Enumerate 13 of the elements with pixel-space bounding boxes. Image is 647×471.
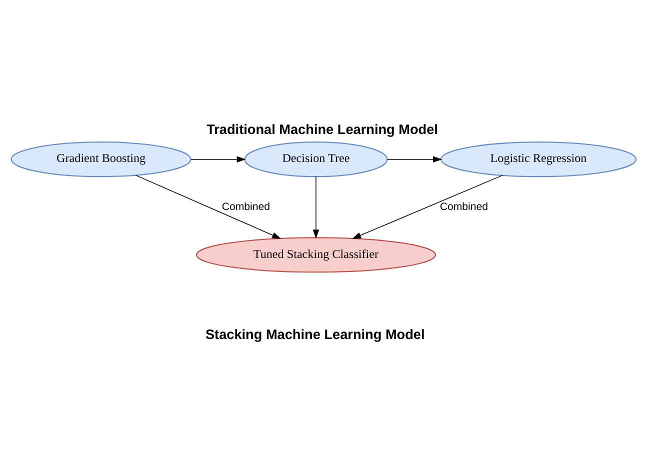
node-ellipse: Logistic Regression	[440, 142, 637, 178]
caption: Stacking Machine Learning Model	[205, 326, 425, 342]
arrow	[312, 176, 320, 239]
edge-label: Combined	[440, 200, 488, 213]
arrow	[190, 156, 246, 163]
arrow	[352, 174, 503, 239]
node-ellipse: Decision Tree	[244, 142, 388, 178]
edge-label: Combined	[222, 200, 270, 213]
node-ellipse: Gradient Boosting	[10, 142, 192, 178]
arrow	[135, 174, 282, 239]
node-ellipse: Tuned Stacking Classifier	[196, 237, 436, 273]
diagram-title: Traditional Machine Learning Model	[206, 122, 438, 138]
arrow	[386, 156, 442, 163]
